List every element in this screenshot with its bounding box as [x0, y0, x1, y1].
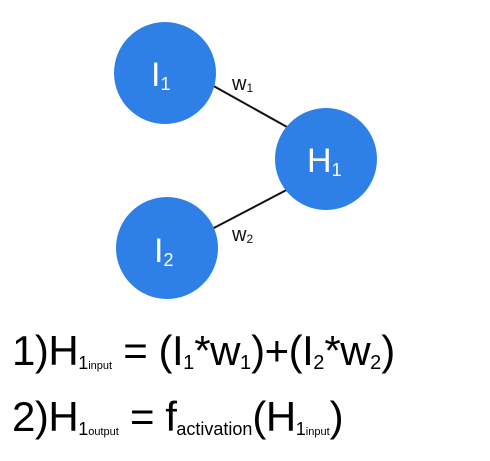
node-h1-subscript: 1: [332, 160, 342, 180]
formula-1-multiply-1: *: [194, 327, 211, 374]
formula-1-paren-close-1: ): [251, 327, 265, 374]
formula-2-lhs-index: 1: [78, 419, 89, 439]
formula-1-w1: w: [210, 327, 240, 374]
node-i1-label: I: [151, 56, 160, 94]
svg-text:w2: w2: [231, 224, 253, 246]
formula-1-i2-subscript: 2: [313, 352, 325, 374]
formula-2-arg-index: 1: [295, 419, 306, 439]
node-i2: I2: [116, 197, 218, 299]
formula-1-lhs-index: 1: [78, 353, 89, 373]
formula-2-paren-close: ): [329, 393, 344, 440]
formula-2-paren-open: (: [252, 393, 266, 440]
node-h1: H1: [275, 108, 377, 210]
node-h1-label: H: [307, 142, 332, 180]
formula-1-i1: I: [171, 327, 184, 374]
formula-1-i2: I: [302, 327, 314, 374]
formula-2-arg: H: [265, 393, 296, 440]
formula-1-i1-subscript: 1: [183, 352, 195, 374]
weight-w1-subscript: 1: [246, 81, 253, 95]
formula-1-multiply-2: *: [324, 327, 341, 374]
formula-1-lhs: H: [48, 327, 79, 374]
formula-1-lhs-subscript: input: [88, 360, 113, 372]
formula-hidden-input: 1)H1input = (I1*w1)+(I2*w2): [12, 326, 395, 391]
weight-w2-label: w: [231, 224, 247, 246]
edge-i1-h1: [209, 83, 297, 133]
node-i1-circle: [114, 22, 216, 124]
formula-2-number: 2): [12, 393, 49, 440]
svg-text:I1: I1: [151, 56, 170, 94]
formula-1-w1-subscript: 1: [239, 352, 252, 374]
formula-1-paren-close-2: ): [381, 327, 395, 374]
formula-hidden-output: 2)H1output = factivation(H1input): [12, 392, 344, 457]
formula-2-lhs: H: [48, 393, 79, 440]
formula-2-lhs-subscript: output: [88, 426, 119, 438]
svg-text:I2: I2: [154, 232, 173, 270]
node-i2-label: I: [154, 232, 163, 270]
node-i1: I1: [114, 22, 216, 124]
node-i1-subscript: 1: [160, 74, 170, 94]
node-i2-circle: [116, 197, 218, 299]
formula-1-paren-open-1: (: [158, 327, 172, 374]
weight-w2-subscript: 2: [246, 232, 253, 246]
formula-1-equals: =: [112, 327, 159, 374]
formula-1-w2-subscript: 2: [370, 352, 382, 374]
formula-1-w2: w: [340, 327, 371, 374]
weight-w1-label: w: [231, 73, 247, 95]
formula-2-arg-subscript: input: [305, 426, 330, 438]
neural-network-diagram: I1 H1 I2 w1 w2: [114, 22, 377, 299]
formula-1-paren-open-2: (: [288, 327, 303, 374]
formula-2-function: f: [165, 393, 177, 440]
node-h1-circle: [275, 108, 377, 210]
formula-2-equals: =: [118, 393, 166, 440]
formula-1-number: 1): [12, 327, 49, 374]
formula-1-plus: +: [264, 327, 290, 374]
node-i2-subscript: 2: [163, 250, 173, 270]
formula-2-function-subscript: activation: [176, 419, 253, 439]
svg-text:w1: w1: [231, 73, 253, 95]
svg-text:H1: H1: [307, 142, 342, 180]
edge-i2-h1: [209, 184, 297, 231]
